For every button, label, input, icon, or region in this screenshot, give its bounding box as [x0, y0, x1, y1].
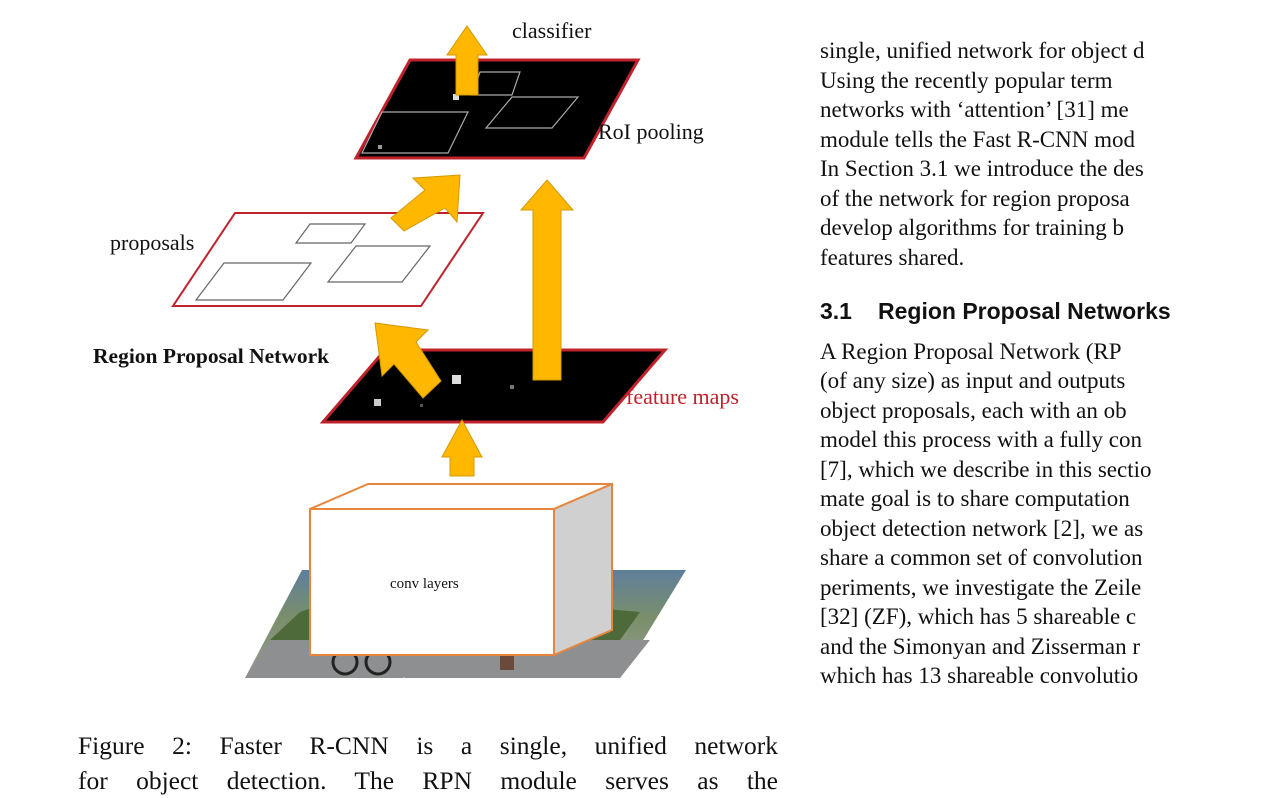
arrow-rpn-to-proposals [374, 322, 442, 399]
proposals-layer [171, 212, 485, 307]
section-heading: 3.1 Region Proposal Networks [820, 297, 1274, 327]
text-line: Using the recently popular term [820, 67, 1113, 93]
text-line: In Section 3.1 we introduce the des [820, 156, 1144, 181]
body-text-column: single, unified network for object d Usi… [820, 36, 1274, 691]
section-title: Region Proposal Networks [878, 298, 1171, 324]
arrow-proposals-to-roi [390, 174, 461, 232]
text-line: features shared. [820, 244, 965, 270]
roi-pooling-label: RoI pooling [598, 119, 704, 144]
rpn-label: Region Proposal Network [93, 344, 330, 368]
arrow-conv-to-features [441, 418, 483, 477]
feature-maps-layer [319, 348, 669, 424]
text-line: [7], which we describe in this sectio [820, 456, 1152, 482]
section-number: 3.1 [820, 298, 852, 324]
text-line: single, unified network for object d [820, 38, 1145, 63]
text-line: [32] (ZF), which has 5 shareable c [820, 604, 1137, 629]
text-line: object proposals, each with an ob [820, 397, 1127, 423]
text-line: (of any size) as input and outputs [820, 368, 1126, 393]
text-line: of the network for region proposa [820, 185, 1130, 211]
text-line: periments, we investigate the Zeile [820, 574, 1142, 600]
text-line: share a common set of convolution [820, 545, 1143, 570]
figure-caption: Figure 2: Faster R-CNN is a single, unif… [78, 728, 778, 798]
faster-rcnn-figure: classifier RoI pooling proposals Region … [93, 18, 739, 692]
text-line: A Region Proposal Network (RP [820, 338, 1122, 364]
arrow-to-classifier [446, 25, 488, 96]
feature-maps-label: feature maps [626, 384, 739, 409]
conv-layers-label: conv layers [390, 576, 459, 592]
text-line: and the Simonyan and Zisserman r [820, 633, 1141, 659]
arrow-features-to-roi [519, 179, 575, 381]
text-line: which has 13 shareable convolutio [820, 663, 1139, 688]
image-label: image [402, 676, 441, 692]
text-line: object detection network [2], we as [820, 515, 1144, 541]
conv-layers-box [309, 482, 613, 657]
text-line: model this process with a fully con [820, 427, 1142, 452]
caption-line: for object detection. The RPN module ser… [78, 766, 778, 795]
classifier-label: classifier [512, 18, 592, 43]
caption-line: Figure 2: Faster R-CNN is a single, unif… [78, 731, 778, 760]
text-line: develop algorithms for training b [820, 215, 1125, 240]
roi-pooling-layer [353, 58, 641, 160]
text-line: module tells the Fast R-CNN mod [820, 126, 1135, 152]
figure-diagram [171, 25, 686, 678]
text-line: networks with ‘attention’ [31] me [820, 97, 1129, 122]
text-line: mate goal is to share computation [820, 486, 1130, 511]
proposals-label: proposals [110, 230, 195, 255]
